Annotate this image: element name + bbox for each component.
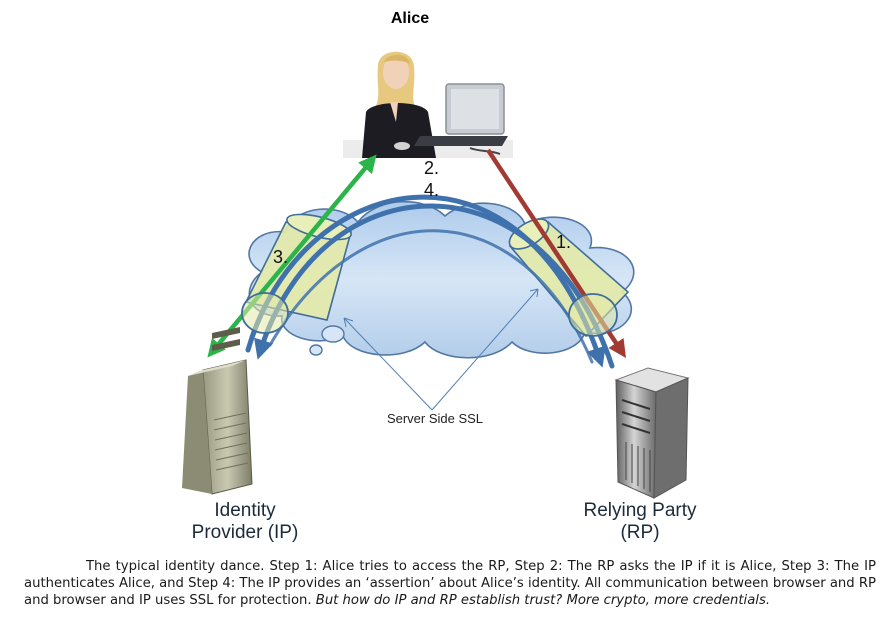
identity-provider-label: Identity Provider (IP) [160,500,330,544]
server-side-ssl-label: Server Side SSL [386,411,484,426]
identity-provider-server-icon [182,326,253,495]
relying-party-label-line2: (RP) [620,521,660,543]
step-1-label: 1. [556,232,572,252]
relying-party-label: Relying Party (RP) [555,500,725,544]
step-2-label: 2. [424,158,440,178]
arrow-step-3 [207,154,377,358]
alice-photo [343,40,513,158]
right-tunnel-front-end [568,293,618,337]
relying-party-label-line1: Relying Party [583,500,697,521]
relying-party-server-icon [614,367,690,499]
identity-provider-label-line2: Provider (IP) [191,521,299,543]
identity-provider-label-line1: Identity [214,500,276,521]
caption-question: But how do IP and RP establish trust? Mo… [315,593,771,608]
left-tunnel-front-end [241,292,289,334]
ssl-pointer-lines [343,288,539,411]
caption-main: The typical identity dance. Step 1: Alic… [24,559,876,608]
step-4-label: 4. [424,180,440,200]
figure-caption: The typical identity dance. Step 1: Alic… [24,558,876,609]
alice-label: Alice [390,10,430,27]
step-3-label: 3. [273,247,289,267]
